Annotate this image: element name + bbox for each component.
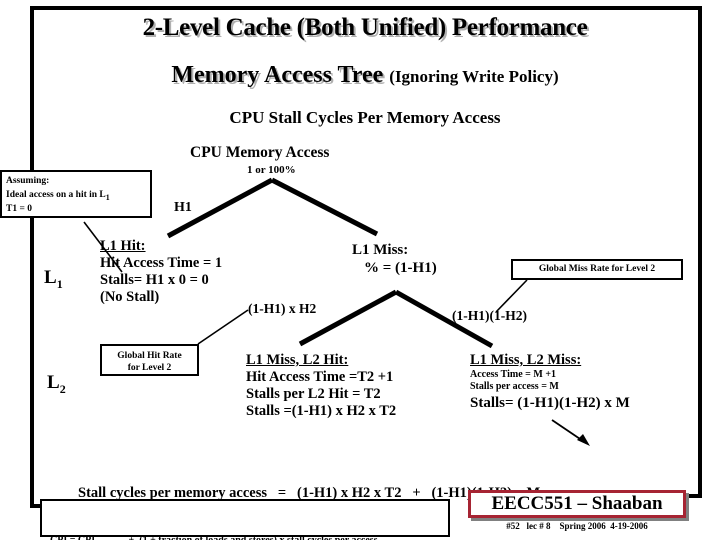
slide-title-line3: CPU Stall Cycles Per Memory Access: [229, 108, 501, 127]
frame-bottom-right-border: [676, 494, 702, 498]
slide-title-line2-note: (Ignoring Write Policy): [389, 67, 559, 86]
global-hit-rate-line2: for Level 2: [127, 363, 172, 374]
node-l2-hit-line-3: Stalls =(1-H1) x H2 x T2: [246, 403, 397, 420]
assuming-line2-text: Ideal access on a hit in L: [6, 189, 106, 200]
frame-right-border: [698, 6, 702, 498]
node-l1-hit-line-3: (No Stall): [100, 289, 160, 306]
node-l1-miss-l2-miss: L1 Miss, L2 Miss: Access Time = M +1 Sta…: [470, 352, 630, 412]
cpi-formula-box: CPI = CPIexecution + (1 + fraction of lo…: [40, 499, 450, 540]
node-l1-miss-header: L1 Miss:: [352, 242, 409, 258]
cache-level-1-letter: L: [44, 267, 57, 288]
assuming-line3: T1 = 0: [6, 204, 32, 215]
cache-level-1-label: L1: [44, 267, 63, 292]
cpi-line1-prefix: CPI = CPI: [50, 535, 95, 540]
node-l1-hit-line-1: Hit Access Time = 1: [100, 255, 223, 272]
edge-label-l2-hit-probability: (1-H1) x H2: [248, 301, 317, 316]
node-l2-miss-big-line: Stalls= (1-H1)(1-H2) x M: [470, 394, 630, 411]
frame-top-border: [30, 6, 702, 10]
global-hit-rate-callout-box: Global Hit Rate for Level 2: [100, 344, 199, 376]
edge-label-l2-miss-probability: (1-H1)(1-H2): [452, 308, 527, 323]
cache-level-1-subscript: 1: [56, 276, 63, 291]
tree-root-label: CPU Memory Access: [190, 144, 330, 161]
node-l1-miss: L1 Miss: % = (1-H1): [352, 242, 437, 277]
node-l2-hit-line-2: Stalls per L2 Hit = T2: [246, 386, 381, 403]
node-l1-hit-line-2: Stalls= H1 x 0 = 0: [100, 272, 209, 289]
assuming-line2-subscript: 1: [105, 192, 110, 202]
slide-title-line1: 2-Level Cache (Both Unified) Performance: [142, 14, 588, 41]
cache-level-2-label: L2: [47, 372, 66, 397]
frame-left-border: [30, 6, 34, 508]
node-l2-hit-header: L1 Miss, L2 Hit:: [246, 352, 349, 368]
cache-level-2-subscript: 2: [59, 381, 66, 396]
cpi-line1-suffix: + (1 + fraction of loads and stores) x s…: [124, 535, 378, 540]
course-badge-meta: #52 lec # 8 Spring 2006 4-19-2006: [506, 521, 648, 531]
node-l1-miss-line-1: % = (1-H1): [364, 259, 437, 276]
node-l1-miss-l2-hit: L1 Miss, L2 Hit: Hit Access Time =T2 +1 …: [246, 352, 396, 420]
slide-title-line2: Memory Access Tree (Ignoring Write Polic…: [40, 62, 690, 89]
cache-level-2-letter: L: [47, 372, 60, 393]
tree-root-probability: 1 or 100%: [247, 164, 296, 176]
cpi-formula-line-1: CPI = CPIexecution + (1 + fraction of lo…: [50, 534, 448, 540]
slide-title-line2-main: Memory Access Tree: [171, 62, 384, 88]
global-miss-rate-callout-box: Global Miss Rate for Level 2: [511, 259, 683, 280]
edge-label-h1: H1: [174, 200, 192, 215]
node-l2-miss-header: L1 Miss, L2 Miss:: [470, 352, 582, 368]
course-badge: EECC551 – Shaaban: [468, 490, 686, 518]
node-l2-miss-small-line-1: Access Time = M +1: [470, 369, 557, 381]
node-l2-hit-line-1: Hit Access Time =T2 +1: [246, 369, 394, 386]
assuming-line2: Ideal access on a hit in L1: [6, 189, 146, 203]
node-l2-miss-small-line-2: Stalls per access = M: [470, 380, 559, 392]
assuming-line1: Assuming:: [6, 176, 50, 186]
node-l1-hit-header: L1 Hit:: [100, 238, 146, 254]
assuming-callout-box: Assuming: Ideal access on a hit in L1 T1…: [0, 170, 152, 218]
global-hit-rate-line1: Global Hit Rate: [117, 351, 182, 361]
node-l1-hit: L1 Hit: Hit Access Time = 1 Stalls= H1 x…: [100, 238, 222, 306]
